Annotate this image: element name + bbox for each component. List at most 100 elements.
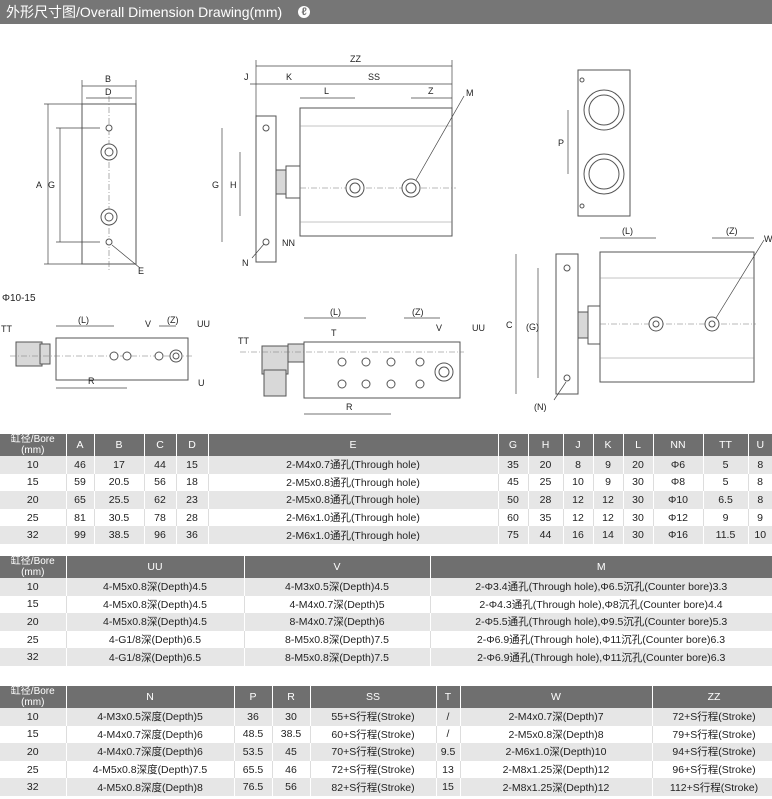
table-cell: 4-M4x0.7深(Depth)5 xyxy=(244,595,431,614)
s2-dim-v-label: V xyxy=(436,323,442,333)
table-cell: 25.5 xyxy=(94,491,145,509)
dim-z-label: Z xyxy=(428,86,434,96)
bore-cell: 10 xyxy=(0,578,67,596)
table-cell: 70+S行程(Stroke) xyxy=(310,743,437,761)
bore-cell: 20 xyxy=(0,491,67,509)
s2-dim-l-label: (L) xyxy=(330,307,341,317)
table-cell: 35 xyxy=(528,508,564,527)
brand-logo-icon: ℓ xyxy=(298,6,311,18)
dim-zz-label: ZZ xyxy=(350,54,361,64)
table-cell: 82+S行程(Stroke) xyxy=(310,778,437,796)
small-view-2: (L) (Z) T V UU TT R xyxy=(238,307,485,415)
t3-col-zz: ZZ xyxy=(652,686,772,708)
table-cell: 4-M5x0.8深(Depth)4.5 xyxy=(66,595,245,614)
t3-col-w: W xyxy=(460,686,653,708)
table-cell: 2-M8x1.25深(Depth)12 xyxy=(460,760,653,779)
table-cell: 2-Φ5.5通孔(Through hole),Φ9.5沉孔(Counter bo… xyxy=(430,613,772,631)
dim-e-label: E xyxy=(138,266,144,276)
table-cell: 53.5 xyxy=(234,743,273,761)
t1-col-u: U xyxy=(748,434,772,456)
table-cell: 15 xyxy=(436,778,461,796)
t1-col-a: A xyxy=(66,434,95,456)
table-cell: 9 xyxy=(748,508,772,527)
table-cell: 28 xyxy=(176,508,209,527)
s2-dim-t-label: T xyxy=(331,328,337,338)
dim-m-label: M xyxy=(466,88,474,98)
table-cell: 9 xyxy=(593,456,624,474)
table-cell: 36 xyxy=(234,708,273,726)
bore-cell: 15 xyxy=(0,725,67,744)
table-cell: Φ16 xyxy=(653,526,704,544)
table-cell: 55+S行程(Stroke) xyxy=(310,708,437,726)
table-cell: 94+S行程(Stroke) xyxy=(652,743,772,761)
s1-dim-v-label: V xyxy=(145,319,151,329)
table-cell: 46 xyxy=(66,456,95,474)
table-cell: 12 xyxy=(563,508,594,527)
dim-n-label: N xyxy=(242,258,249,268)
table-cell: 16 xyxy=(563,526,594,544)
table-cell: 96+S行程(Stroke) xyxy=(652,760,772,779)
table-cell: / xyxy=(436,708,461,726)
t2-col-m: M xyxy=(430,556,772,578)
table-cell: 12 xyxy=(593,491,624,509)
table-cell: 20 xyxy=(528,456,564,474)
dim-h-label: H xyxy=(230,180,237,190)
table-cell: 99 xyxy=(66,526,95,544)
dimension-table-1: 缸径/Bore(mm) A B C D E G H J K L NN TT U … xyxy=(0,434,772,544)
table-cell: 2-Φ3.4通孔(Through hole),Φ6.5沉孔(Counter bo… xyxy=(430,578,772,596)
table-cell: 59 xyxy=(66,473,95,492)
table-cell: 10 xyxy=(748,526,772,544)
table-cell: 65.5 xyxy=(234,760,273,779)
big-dim-c-label: C xyxy=(506,320,513,330)
t1-bore-header: 缸径/Bore(mm) xyxy=(0,434,67,456)
table-cell: 60+S行程(Stroke) xyxy=(310,725,437,744)
t1-col-j: J xyxy=(563,434,594,456)
table-cell: 44 xyxy=(144,456,177,474)
table-cell: 45 xyxy=(272,743,311,761)
dim-g-side-label: G xyxy=(212,180,219,190)
t3-col-n: N xyxy=(66,686,235,708)
table-cell: 4-M5x0.8深(Depth)4.5 xyxy=(66,613,245,631)
bore-cell: 32 xyxy=(0,778,67,796)
table-cell: 30.5 xyxy=(94,508,145,527)
bore-cell: 25 xyxy=(0,630,67,649)
bore-cell: 25 xyxy=(0,760,67,779)
table-cell: 46 xyxy=(272,760,311,779)
t1-col-l: L xyxy=(623,434,654,456)
table-cell: 17 xyxy=(94,456,145,474)
table-cell: 50 xyxy=(498,491,529,509)
bore-cell: 20 xyxy=(0,613,67,631)
t3-bore-header: 缸径/Bore(mm) xyxy=(0,686,67,708)
table-cell: 60 xyxy=(498,508,529,527)
table-cell: 9 xyxy=(703,508,749,527)
table-cell: 8 xyxy=(563,456,594,474)
bore-cell: 10 xyxy=(0,456,67,474)
s2-dim-tt-label: TT xyxy=(238,336,249,346)
table-cell: 38.5 xyxy=(272,725,311,744)
table-cell: 6.5 xyxy=(703,491,749,509)
table-cell: 2-Φ6.9通孔(Through hole),Φ11沉孔(Counter bor… xyxy=(430,648,772,666)
table-cell: 78 xyxy=(144,508,177,527)
table-cell: 15 xyxy=(176,456,209,474)
table-cell: 35 xyxy=(498,456,529,474)
table-cell: 48.5 xyxy=(234,725,273,744)
dim-b-label: B xyxy=(105,74,111,84)
table-cell: 13 xyxy=(436,760,461,779)
front-view: B D A G E xyxy=(36,74,144,276)
table-cell: Φ8 xyxy=(653,473,704,492)
dim-g-label: G xyxy=(48,180,55,190)
table-cell: 56 xyxy=(272,778,311,796)
bore-cell: 10 xyxy=(0,708,67,726)
t2-col-v: V xyxy=(244,556,431,578)
bore-cell: 32 xyxy=(0,648,67,666)
